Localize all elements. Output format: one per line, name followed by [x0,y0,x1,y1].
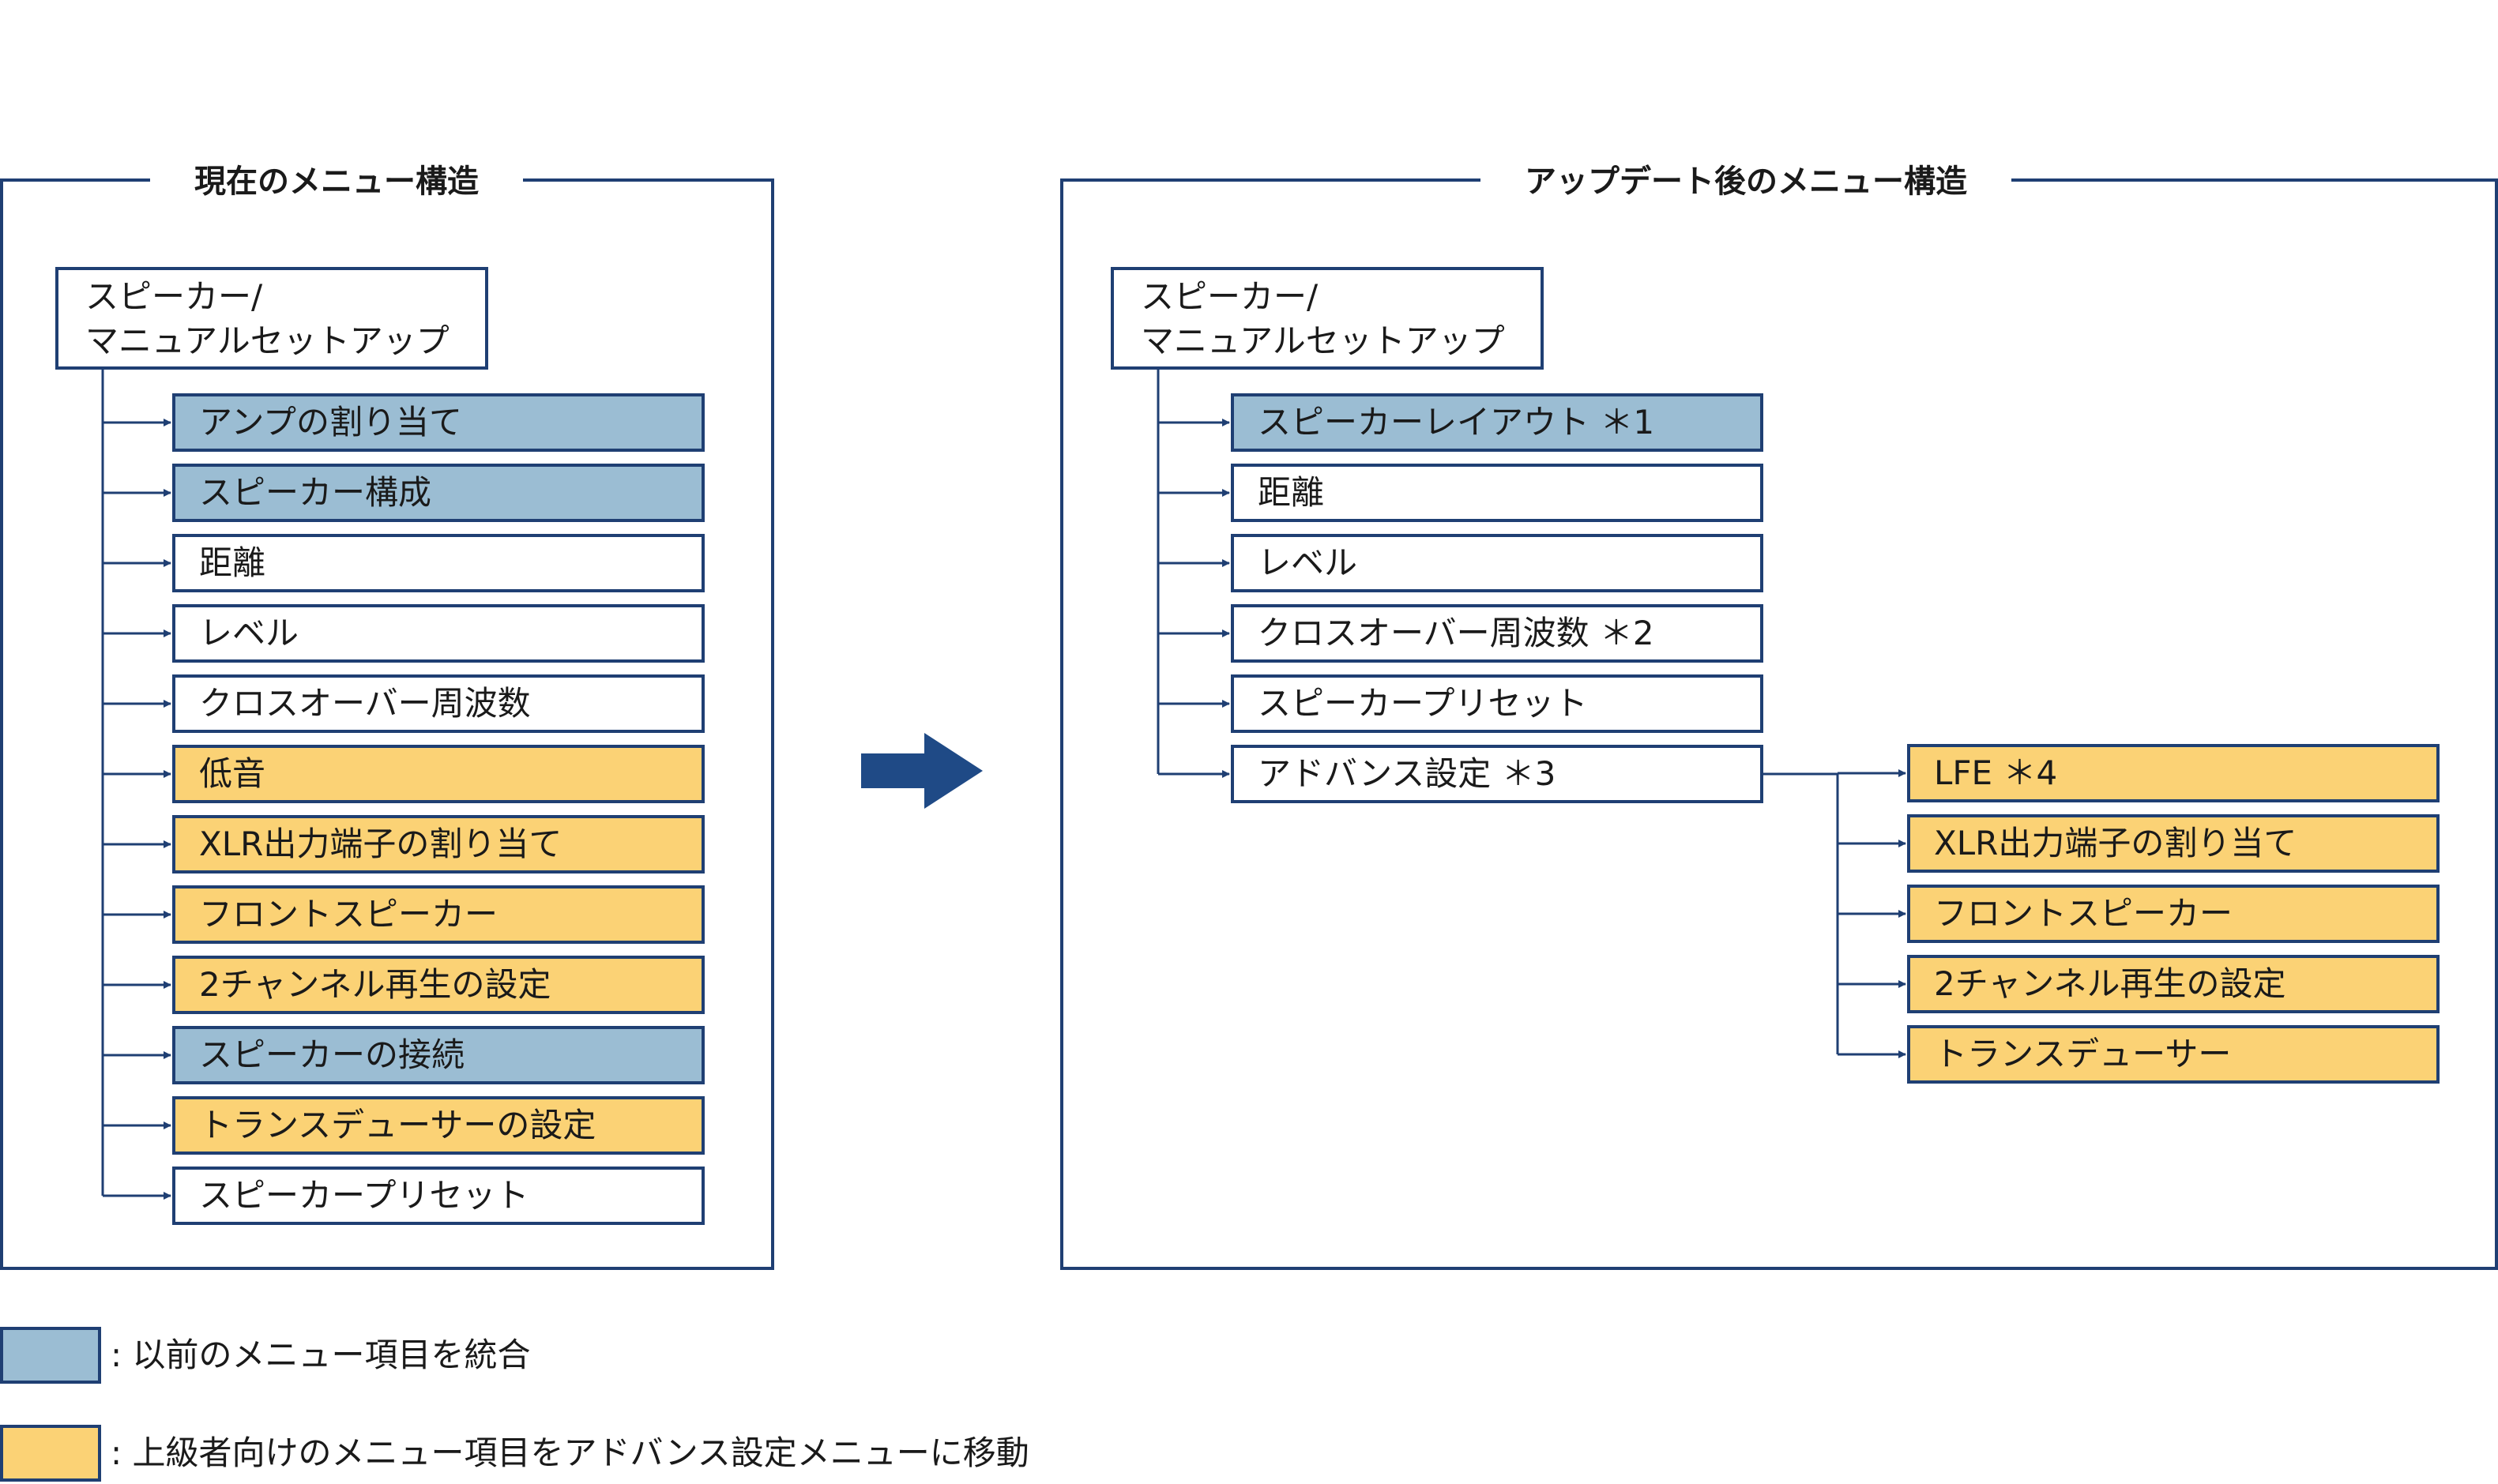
menu-item: クロスオーバー周波数 [172,674,705,733]
legend-text-merged: : 以前のメニュー項目を統合 [111,1336,531,1374]
menu-item: アンプの割り当て [172,393,705,452]
right-arrow-icon [861,733,983,809]
menu-item: 2チャンネル再生の設定 [172,956,705,1014]
root-label-line-2: マニュアルセットアップ [1141,321,1505,360]
menu-item: レベル [1231,534,1763,592]
current-menu-panel: 現在のメニュー構造 [0,161,774,1270]
menu-item: スピーカープリセット [172,1167,705,1225]
menu-item: アドバンス設定 ＊3 [1231,745,1763,803]
menu-item: XLR出力端子の割り当て [1907,814,2440,873]
legend-swatch-moved [0,1425,101,1482]
menu-item: フロントスピーカー [172,885,705,944]
menu-item: スピーカープリセット [1231,674,1763,733]
menu-item: トランスデューサー [1907,1025,2440,1084]
menu-item: トランスデューサーの設定 [172,1096,705,1155]
menu-item: 2チャンネル再生の設定 [1907,955,2440,1013]
menu-item: 距離 [172,534,705,592]
menu-item: スピーカーの接続 [172,1026,705,1084]
menu-item: スピーカー構成 [172,464,705,522]
root-label-line-1: スピーカー/ [85,277,263,316]
menu-item: クロスオーバー周波数 ＊2 [1231,604,1763,663]
menu-item: 低音 [172,745,705,803]
updated-menu-panel: アップデート後のメニュー構造 [1060,161,2498,1270]
menu-item: フロントスピーカー [1907,885,2440,943]
menu-item: レベル [172,604,705,663]
menu-item: XLR出力端子の割り当て [172,815,705,873]
left-root-node: スピーカー/ マニュアルセットアップ [55,267,488,370]
root-label-line-1: スピーカー/ [1141,277,1319,316]
legend-text-moved: : 上級者向けのメニュー項目をアドバンス設定メニューに移動 [111,1433,1029,1472]
updated-menu-title: アップデート後のメニュー構造 [1480,161,2011,202]
menu-item: スピーカーレイアウト ＊1 [1231,393,1763,452]
right-root-node: スピーカー/ マニュアルセットアップ [1111,267,1544,370]
legend-swatch-merged [0,1327,101,1384]
menu-item: LFE ＊4 [1907,744,2440,802]
menu-item: 距離 [1231,464,1763,522]
current-menu-title: 現在のメニュー構造 [150,161,523,202]
root-label-line-2: マニュアルセットアップ [85,321,450,360]
